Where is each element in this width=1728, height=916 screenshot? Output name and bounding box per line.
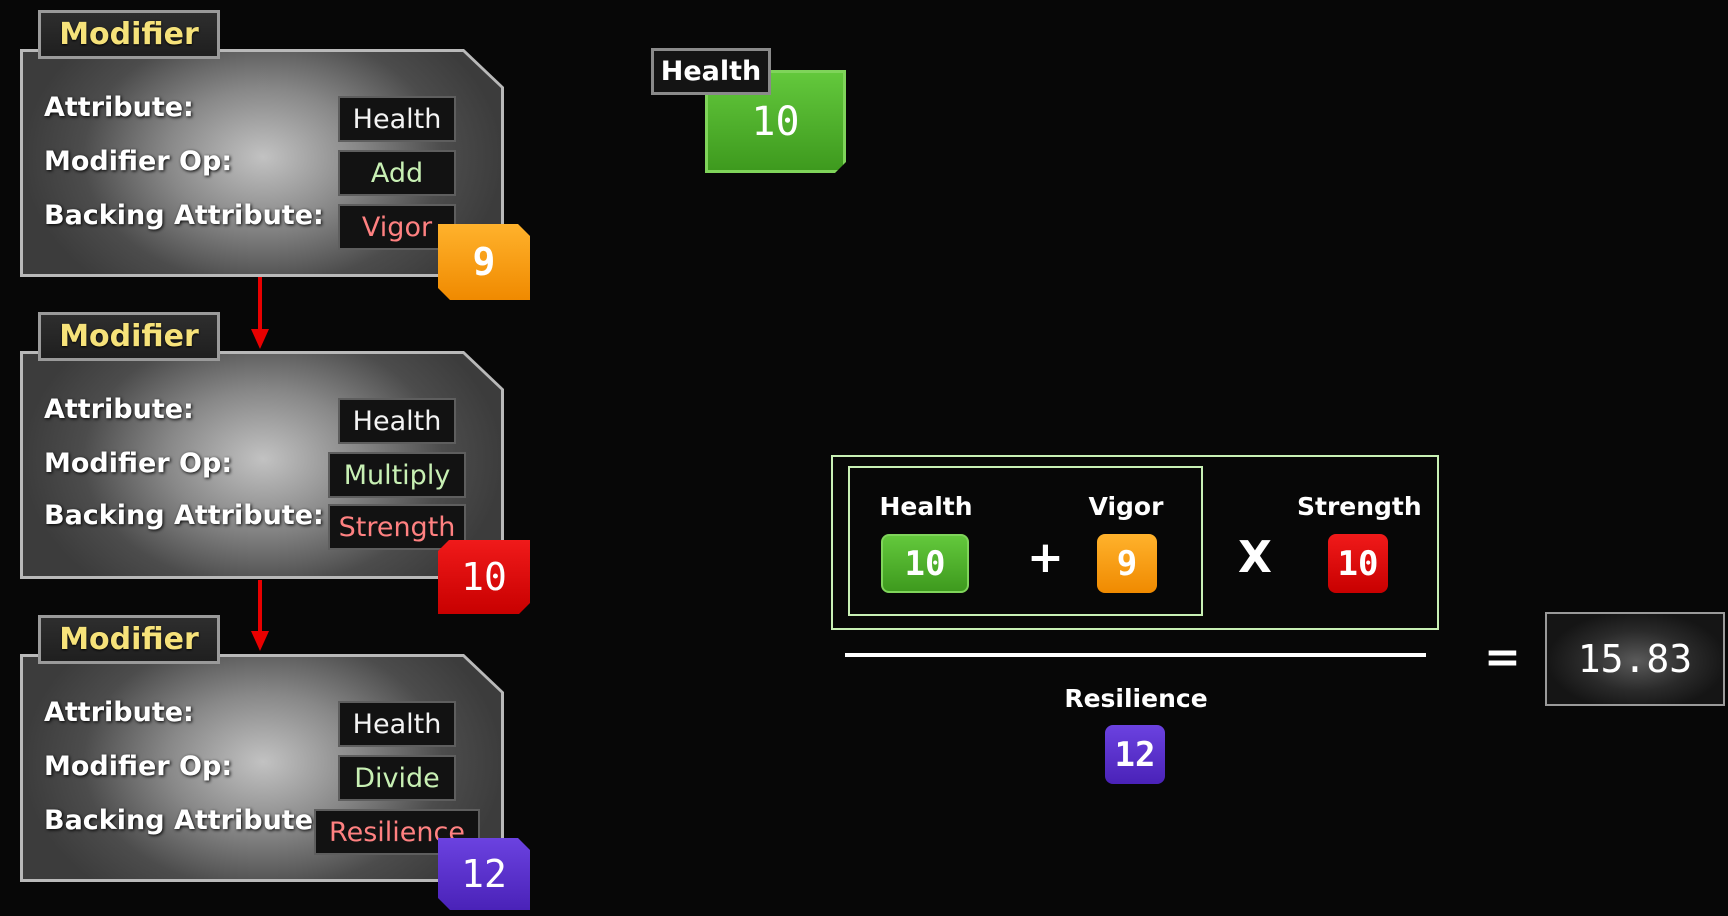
health-node-label: Health: [651, 48, 771, 95]
backing-attribute-label: Backing Attribute:: [44, 805, 324, 836]
flow-arrow-1-head: [251, 329, 269, 349]
attribute-label: Attribute:: [44, 394, 194, 425]
flow-arrow-2-head: [251, 631, 269, 651]
vigor-badge: 9: [1097, 534, 1157, 593]
modifier-title: Modifier: [38, 10, 220, 59]
modifier-op-label: Modifier Op:: [44, 146, 233, 177]
attribute-label: Attribute:: [44, 92, 194, 123]
modifier-op-value: Multiply: [328, 452, 466, 498]
modifier-op-value: Divide: [338, 755, 456, 801]
fraction-bar: [845, 653, 1426, 657]
modifier-title: Modifier: [38, 312, 220, 361]
modifier-card-2: Modifier Attribute: Health Modifier Op: …: [20, 312, 504, 579]
vigor-label: Vigor: [1088, 492, 1164, 521]
modifier-op-value: Add: [338, 150, 456, 196]
modifier-op-label: Modifier Op:: [44, 448, 233, 479]
strength-badge: 10: [1328, 534, 1388, 593]
strength-value-badge: 10: [438, 540, 530, 614]
attribute-label: Attribute:: [44, 697, 194, 728]
backing-attribute-value: Resilience: [314, 809, 480, 855]
attribute-value: Health: [338, 701, 456, 747]
flow-arrow-1: [258, 277, 262, 330]
backing-attribute-label: Backing Attribute:: [44, 500, 324, 531]
health-badge: 10: [881, 534, 969, 593]
backing-attribute-value: Strength: [328, 504, 466, 550]
resilience-value-badge: 12: [438, 838, 530, 910]
modifier-card-3: Modifier Attribute: Health Modifier Op: …: [20, 615, 504, 882]
modifier-op-label: Modifier Op:: [44, 751, 233, 782]
health-node-value: 10: [705, 70, 846, 173]
strength-label: Strength: [1297, 492, 1422, 521]
flow-arrow-2: [258, 580, 262, 632]
attribute-value: Health: [338, 96, 456, 142]
health-label: Health: [879, 492, 973, 521]
resilience-label: Resilience: [1064, 684, 1208, 713]
multiply-operator: X: [1238, 532, 1272, 583]
attribute-value: Health: [338, 398, 456, 444]
modifier-title: Modifier: [38, 615, 220, 664]
result-box: 15.83: [1545, 612, 1725, 706]
formula-outer-border: [831, 455, 1439, 630]
vigor-value-badge: 9: [438, 224, 530, 300]
equals-operator: =: [1484, 632, 1521, 683]
modifier-card-1: Modifier Attribute: Health Modifier Op: …: [20, 10, 504, 277]
resilience-badge: 12: [1105, 725, 1165, 784]
formula-inner-border: [848, 466, 1203, 616]
backing-attribute-label: Backing Attribute:: [44, 200, 324, 231]
plus-operator: +: [1027, 532, 1064, 583]
backing-attribute-value: Vigor: [338, 204, 456, 250]
